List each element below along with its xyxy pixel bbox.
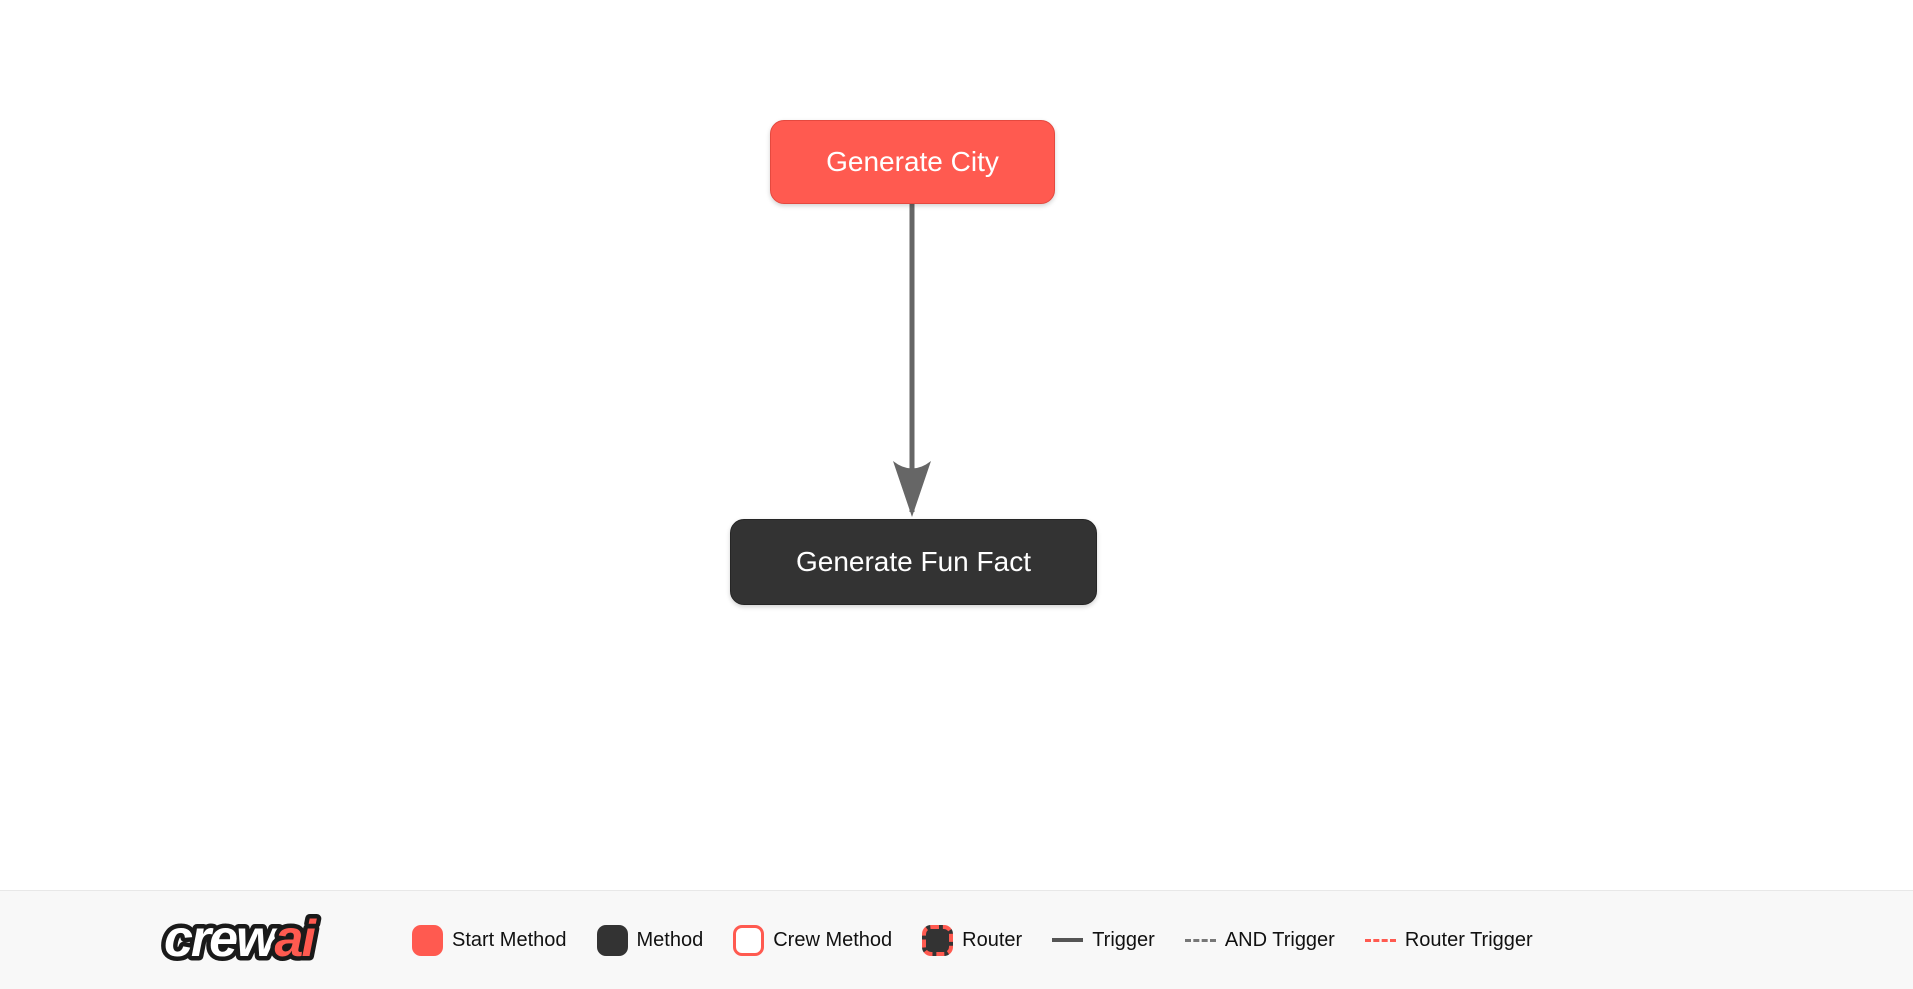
node-generate-fun-fact[interactable]: Generate Fun Fact (730, 519, 1097, 605)
and-trigger-line-icon (1184, 938, 1216, 942)
legend-bar: crewai Start Method Method Crew Method R… (0, 890, 1913, 989)
flow-canvas[interactable]: Generate City Generate Fun Fact (0, 0, 1913, 890)
legend-item-method: Method (596, 924, 704, 956)
legend-item-trigger: Trigger (1052, 929, 1155, 952)
legend-item-crew-method: Crew Method (733, 924, 893, 956)
legend-item-and-trigger: AND Trigger (1184, 928, 1335, 952)
legend-label: AND Trigger (1224, 928, 1335, 951)
legend-label: Router Trigger (1404, 928, 1533, 951)
node-generate-city[interactable]: Generate City (770, 120, 1055, 204)
legend-label: Crew Method (773, 928, 893, 951)
legend-label: Start Method (452, 928, 567, 951)
router-swatch-icon (922, 924, 954, 956)
edge-arrowhead (893, 461, 931, 517)
logo-crew-text: crew (164, 910, 280, 968)
legend-label: Method (636, 928, 704, 951)
legend-item-start-method: Start Method (412, 924, 567, 956)
legend-label: Trigger (1092, 928, 1155, 951)
legend-item-router: Router (922, 924, 1023, 956)
method-swatch-icon (596, 924, 628, 956)
svg-text:crewai: crewai (164, 910, 317, 968)
crewai-logo: crewai (160, 906, 324, 973)
crew-method-swatch-icon (733, 924, 765, 956)
router-trigger-line-icon (1364, 938, 1396, 942)
start-method-swatch-icon (412, 924, 443, 956)
trigger-line-icon (1052, 938, 1084, 942)
legend-label: Router (962, 928, 1023, 951)
legend-item-router-trigger: Router Trigger (1364, 928, 1533, 952)
logo-ai-text: ai (275, 910, 318, 968)
